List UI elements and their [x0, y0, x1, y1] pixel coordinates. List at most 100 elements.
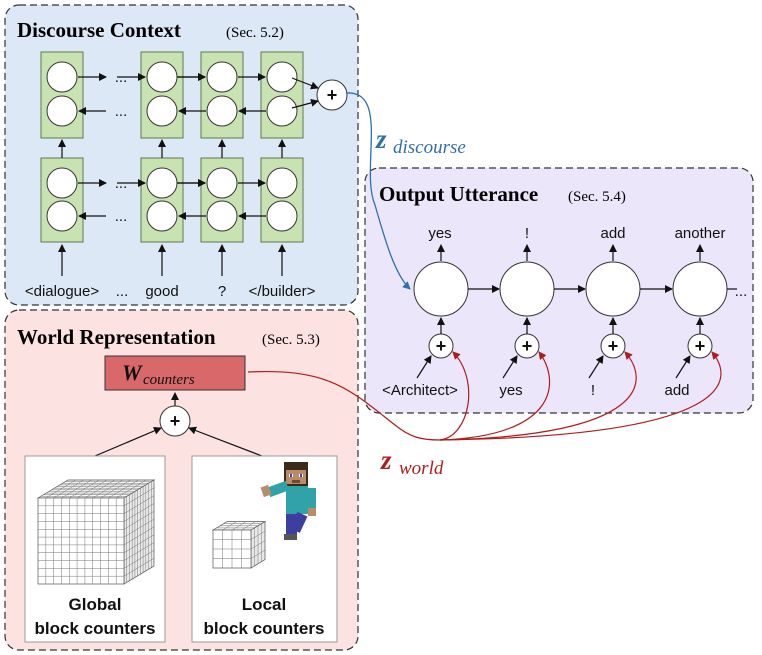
decoder-input-tokens: <Architect> yes ! add: [382, 382, 689, 399]
input-token: add: [664, 382, 689, 399]
forward-lstm-node: [266, 61, 298, 93]
cube-grid-line: [100, 479, 131, 499]
cube-grid-line: [53, 479, 84, 499]
token-embedding-arrow: [675, 355, 691, 379]
cube-grid-line: [76, 479, 108, 499]
cube-grid-line: [69, 479, 100, 499]
forward-lstm-node: [266, 167, 298, 199]
z-discourse-connector: [345, 92, 411, 290]
discourse-token: <dialogue>: [25, 283, 99, 300]
decoder-rnn-cell: [413, 261, 469, 317]
discourse-context-section: (Sec. 5.2): [226, 25, 284, 41]
forward-lstm-node: [46, 61, 78, 93]
output-token: another: [675, 225, 726, 242]
output-utterance-section: (Sec. 5.4): [568, 189, 626, 205]
cube-grid-line: [61, 479, 92, 499]
global-grid-cube-image: [36, 479, 156, 585]
discourse-sum-node: +: [316, 79, 348, 111]
w-counters-subscript: counters: [143, 372, 195, 388]
cube-grid-line: [45, 479, 76, 499]
decoder-continuation-dots: ...: [735, 283, 748, 300]
svg-text:z: z: [380, 445, 392, 475]
local-block-counters-card: Local block counters: [191, 455, 338, 643]
z-world-label: z world: [380, 445, 444, 479]
decoder-rnn-cell: [585, 261, 641, 317]
backward-lstm-node: [266, 95, 298, 127]
output-utterance-title: Output Utterance: [379, 182, 538, 206]
decoder-rnn-cell: [672, 261, 728, 317]
continuation-dots: ...: [115, 208, 128, 225]
cube-front-face: [37, 497, 125, 585]
world-representation-section: (Sec. 5.3): [262, 332, 320, 348]
input-token: yes: [499, 382, 522, 399]
token-embedding-arrow: [502, 355, 518, 379]
output-token: !: [525, 225, 529, 242]
svg-text:z: z: [375, 124, 387, 154]
global-block-counters-card: Global block counters: [24, 455, 166, 643]
minecraft-character-image: [260, 462, 316, 540]
cube-grid-line: [123, 557, 155, 577]
output-decoder: ++++: [413, 244, 737, 379]
local-grid-cube-image: [211, 520, 267, 569]
discourse-token: good: [145, 283, 178, 300]
discourse-token-row: <dialogue> ... good ? </builder>: [25, 283, 316, 300]
svg-text:world: world: [399, 458, 444, 479]
local-counters-label: Local: [242, 595, 286, 614]
discourse-encoder-bilstm: ............: [40, 51, 304, 276]
forward-lstm-node: [46, 167, 78, 199]
decoder-rnn-cell: [499, 261, 555, 317]
cube-side-face: [123, 479, 155, 585]
plus-symbol: +: [436, 336, 447, 356]
cube-grid-line: [241, 521, 256, 531]
cube-grid-line: [123, 503, 155, 522]
cube-grid-line: [123, 518, 155, 538]
forward-lstm-node: [146, 61, 178, 93]
input-token: !: [591, 382, 595, 399]
cube-grid-line: [123, 526, 155, 546]
backward-lstm-node: [46, 95, 78, 127]
svg-text:discourse: discourse: [393, 137, 466, 158]
forward-lstm-node: [206, 167, 238, 199]
token-embedding-arrow: [416, 355, 432, 379]
backward-lstm-node: [266, 200, 298, 232]
backward-lstm-node: [146, 200, 178, 232]
cube-grid-line: [123, 511, 155, 530]
forward-lstm-node: [206, 61, 238, 93]
w-counters-label: W: [122, 360, 143, 385]
output-token: yes: [428, 225, 451, 242]
cube-grid-line: [123, 495, 155, 514]
decoder-output-tokens: yes ! add another: [428, 225, 725, 242]
input-token: <Architect>: [382, 382, 458, 399]
plus-symbol: +: [608, 336, 619, 356]
cube-grid-line: [250, 549, 266, 559]
plus-symbol: +: [327, 85, 338, 105]
cube-grid-line: [92, 479, 123, 499]
backward-lstm-node: [146, 95, 178, 127]
cube-grid-line: [84, 479, 116, 499]
backward-lstm-node: [46, 200, 78, 232]
forward-lstm-node: [146, 167, 178, 199]
output-utterance-panel: Output Utterance (Sec. 5.4): [364, 167, 754, 414]
cube-grid-line: [123, 550, 155, 569]
continuation-dots: ...: [115, 103, 128, 120]
discourse-context-panel: Discourse Context (Sec. 5.2): [4, 4, 359, 306]
z-discourse-label: z discourse: [375, 124, 466, 158]
plus-symbol: +: [695, 336, 706, 356]
backward-lstm-node: [206, 95, 238, 127]
continuation-dots: ...: [115, 69, 128, 86]
global-counters-label: Global: [69, 595, 122, 614]
cube-grid-line: [108, 479, 139, 499]
z-world-connectors: [247, 351, 722, 441]
discourse-token: </builder>: [249, 283, 316, 300]
cube-grid-line: [123, 487, 155, 507]
world-representation-title: World Representation: [17, 325, 216, 349]
discourse-token: ?: [218, 283, 226, 300]
output-token: add: [600, 225, 625, 242]
cube-grid-line: [116, 479, 147, 499]
cube-grid-line: [123, 542, 155, 561]
global-counters-label: block counters: [35, 619, 156, 638]
token-embedding-arrow: [588, 355, 604, 379]
w-counters-box: W counters: [104, 355, 246, 391]
discourse-token: ...: [116, 283, 129, 300]
